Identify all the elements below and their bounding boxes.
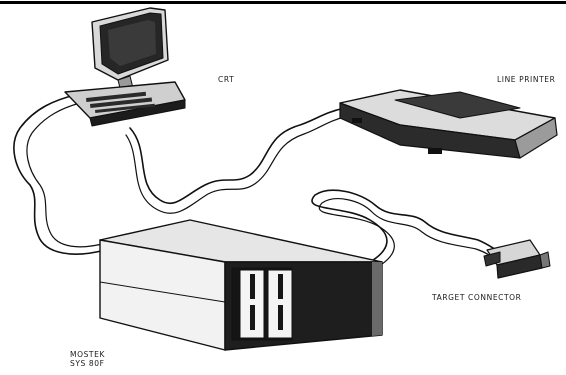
line-printer: [340, 90, 557, 158]
sys80f-chassis: [100, 220, 382, 350]
line-printer-label: LINE PRINTER: [497, 75, 555, 84]
system-label-line1: MOSTEK: [70, 350, 105, 359]
system-label-line2: SYS 80F: [70, 359, 105, 368]
target-cable: [312, 190, 500, 262]
crt-label: CRT: [218, 75, 234, 84]
target-connector-label: TARGET CONNECTOR: [431, 293, 522, 302]
crt-terminal: [65, 8, 185, 126]
target-connector: [484, 240, 550, 278]
